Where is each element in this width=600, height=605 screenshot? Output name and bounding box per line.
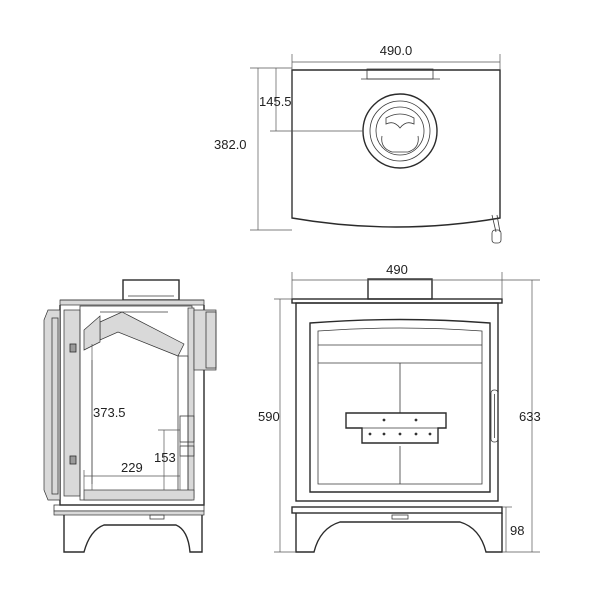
dim-front-height: 590 — [258, 409, 280, 424]
side-door-profile — [43, 309, 81, 501]
side-baffle — [99, 311, 185, 357]
side-section-view: 373.5 229 153 — [43, 279, 217, 553]
front-door-glass — [317, 327, 483, 485]
flue-outlet — [362, 93, 438, 169]
door-handle-plan — [491, 214, 502, 244]
dim-front-width: 490 — [386, 262, 408, 277]
front-flue-collar — [367, 278, 433, 300]
dim-top-width: 490.0 — [380, 43, 413, 58]
front-grate-bracket — [345, 412, 447, 444]
side-hearth — [83, 489, 195, 501]
front-door — [309, 318, 491, 493]
dim-top-flue-offset: 145.5 — [259, 94, 292, 109]
side-base — [53, 504, 205, 553]
front-view: 490 590 633 98 — [258, 262, 541, 553]
dim-side-grate-height: 153 — [154, 450, 176, 465]
front-body — [295, 302, 499, 502]
top-view: 490.0 382.0 145.5 — [214, 43, 502, 244]
dim-front-leg-height: 98 — [510, 523, 524, 538]
side-flue-collar — [122, 279, 180, 301]
side-firebox — [79, 305, 217, 501]
dim-side-inner-height: 373.5 — [93, 405, 126, 420]
top-view-outline — [291, 69, 501, 228]
dim-side-grate-depth: 229 — [121, 460, 143, 475]
front-door-handle — [490, 389, 499, 443]
front-base — [291, 506, 503, 553]
dim-top-depth: 382.0 — [214, 137, 247, 152]
dim-front-total-height: 633 — [519, 409, 541, 424]
